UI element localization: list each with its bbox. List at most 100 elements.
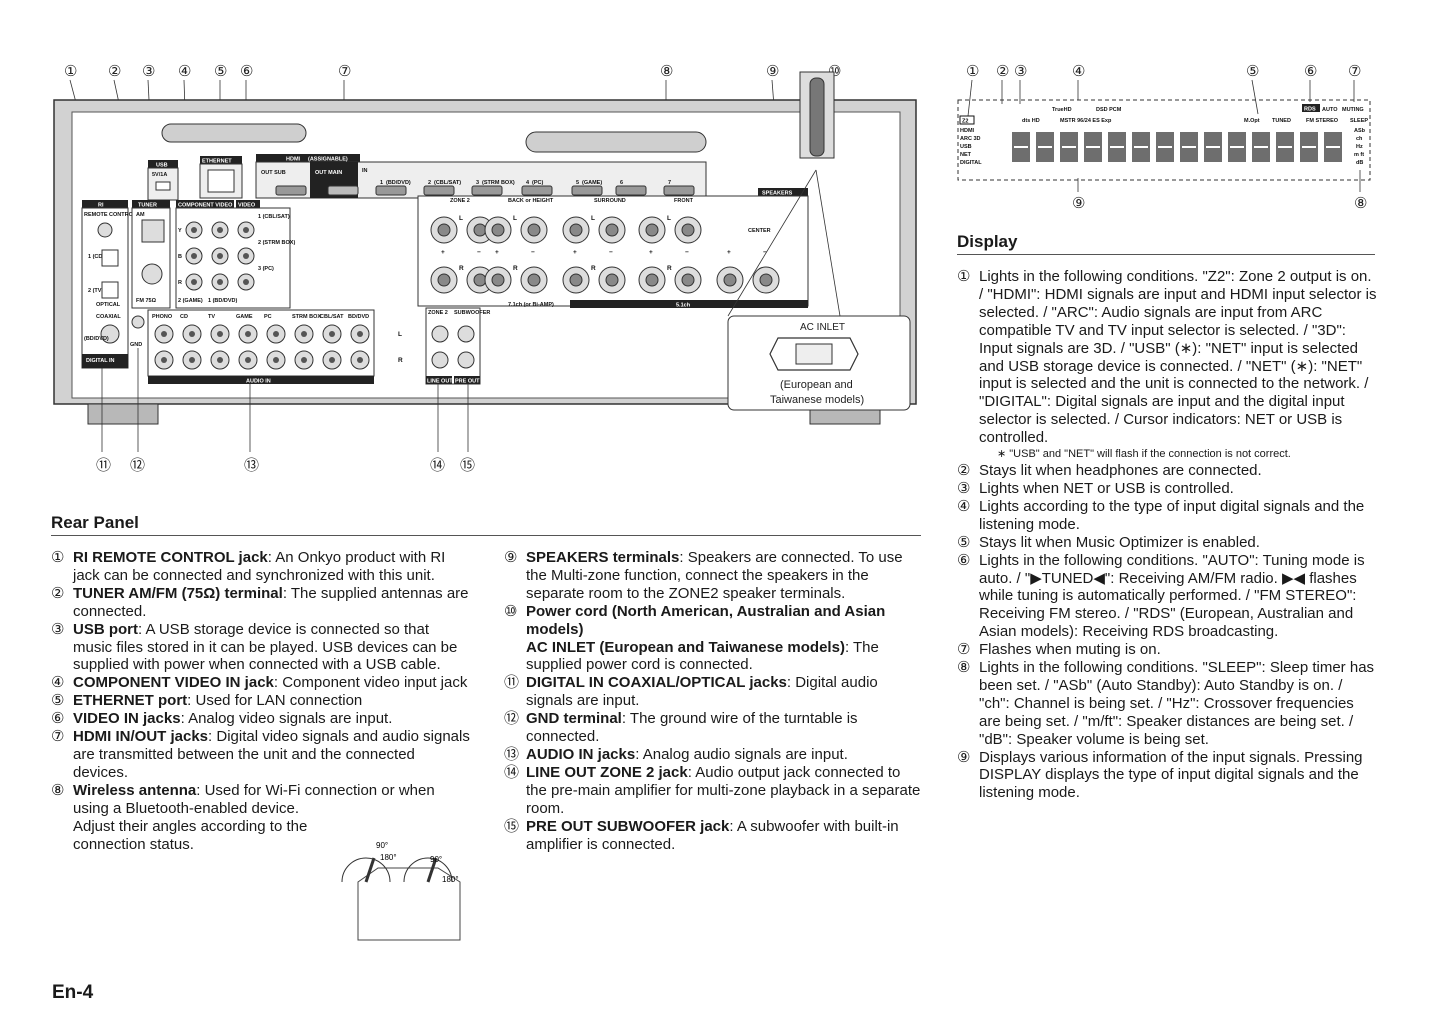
audio-jack-pin [301,331,307,337]
item-marker: ⑦ [51,728,65,746]
terminal-r: R [459,265,464,272]
disp-muting: MUTING [1342,107,1364,113]
angle-4: 180° [442,875,459,884]
disp-callout-9: ⑨ [1072,195,1085,212]
component-jack-pin [217,227,223,233]
audio-jack-pin [301,357,307,363]
item-marker: ⑨ [957,748,971,766]
audio-jack-pin [161,331,167,337]
list-item: ⑧ Lights in the following conditions. "SL… [957,659,1377,749]
speaker-terminal-core [681,223,695,237]
component-row-label: B [178,254,182,260]
item-text: : Audio output jack connected to the pre… [526,763,921,817]
audio-jack-pin [329,357,335,363]
item-text: Lights in the following conditions. "SLE… [979,659,1375,748]
page-number: En-4 [52,982,94,1003]
item-marker: ⑤ [957,533,971,551]
speaker-terminal-core [759,273,773,287]
item-text: Stays lit when Music Optimizer is enable… [979,533,1260,551]
item-term: LINE OUT ZONE 2 jack [526,763,688,781]
line-out-label: LINE OUT [427,379,453,385]
item-term: SPEAKERS terminals [526,549,680,566]
item-text: : The supplied antennas are connected. [73,584,469,620]
terminal-plus: + [649,249,653,256]
item-marker: ⑦ [957,641,971,659]
spk-group-front: FRONT [674,198,694,204]
segment-char-gap [1134,146,1148,148]
video-input-2: 2 (STRM BOX) [258,240,295,246]
display-diagram: ① ② ③ ④ ⑤ ⑥ ⑦ Z2 HDMI ARC 3D USB NET DIG… [950,58,1375,218]
terminal-minus: − [531,249,535,256]
item-text: : Digital audio signals are input. [526,674,878,710]
gnd-label: GND [130,342,142,348]
item-term: PRE OUT SUBWOOFER jack [526,817,730,835]
hdmi-assignable: (ASSIGNABLE) [308,157,348,163]
ac-inlet-label: AC INLET [800,322,845,333]
spk-group-zone2: ZONE 2 [450,198,470,204]
component-row-label: R [178,280,182,286]
terminal-minus: − [477,249,481,256]
component-jack-pin [243,253,249,259]
usb-rating: 5V/1A [152,172,167,178]
pre-out-label: PRE OUT [455,379,480,385]
hdmi-port [471,185,503,196]
audio-jack-pin [189,331,195,337]
item-term: Wireless antenna [73,781,197,799]
hdmi-port [423,185,455,196]
disp-db: dB [1356,160,1363,166]
item-text: : Analog audio signals are input. [635,745,848,763]
item-text: : Used for Wi-Fi connection or when usin… [73,781,435,817]
item-term: Power cord (North American, Australian a… [526,602,886,638]
optical-label: OPTICAL [96,302,121,308]
hdmi-port [521,185,553,196]
speaker-terminal-core [605,273,619,287]
item-text: : A USB storage device is connected so t… [73,620,458,674]
item-marker: ⑭ [504,763,520,781]
hdmi-in-name: (PC) [532,180,543,186]
speaker-terminal-core [437,223,451,237]
disp-tuned: TUNED [1272,118,1291,124]
terminal-plus: + [495,249,499,256]
item-text-2: : The supplied power cord is connected. [526,638,879,674]
disp-usb: USB [960,144,972,150]
subwoofer-label: SUBWOOFER [454,310,490,316]
rear-panel-rule [51,535,921,536]
item-text: : An Onkyo product with RI jack can be c… [73,549,446,584]
coaxial-label: COAXIAL [96,314,121,320]
hdmi-in-name: (BD/DVD) [386,180,411,186]
antenna-angle-diagram: 90° 180° 90° 180° [338,838,463,943]
audio-input-label: PC [264,314,272,320]
item-text: : Component video input jack [273,674,468,692]
component-jack-pin [243,279,249,285]
callout-2: ② [108,63,121,80]
ch51-label: 5.1ch [676,303,691,309]
speaker-terminal-core [473,273,487,287]
component-jack-pin [243,227,249,233]
item-note: ∗ "USB" and "NET" will flash if the conn… [997,448,1291,461]
audio-input-label: STRM BOX [292,314,321,320]
list-item: ⑤ Stays lit when Music Optimizer is enabl… [957,534,1377,552]
item-marker: ⑧ [957,659,971,677]
callout-8: ⑧ [660,63,673,80]
hdmi-out-sub-port [275,185,307,196]
disp-callout-1: ① [966,63,979,80]
hdmi-title: HDMI [286,157,301,163]
callout-11: ⑪ [96,457,111,474]
hdmi-in-name: (GAME) [582,180,602,186]
callout-12: ⑫ [130,457,145,474]
speaker-terminal-core [437,273,451,287]
segment-char-gap [1158,146,1172,148]
item-marker: ② [957,462,971,480]
hdmi-in-number: 3 [476,180,479,186]
audio-in-label: AUDIO IN [246,379,271,385]
item-text: Lights in the following conditions. "Z2"… [979,268,1377,447]
item-marker: ⑥ [957,551,971,569]
callout-3: ③ [142,63,155,80]
tuner-label: TUNER [138,203,157,209]
audio-jack-pin [245,357,251,363]
